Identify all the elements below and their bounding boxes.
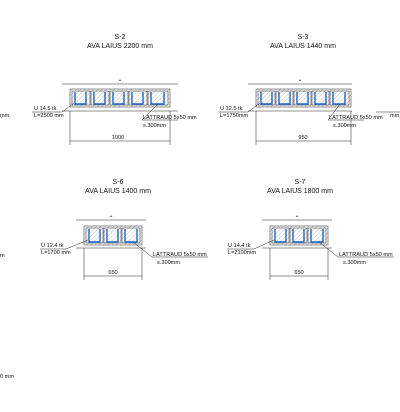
l-label: L=1700 mm	[41, 250, 71, 256]
lath-box	[109, 90, 129, 106]
l-label: L=1750mm	[220, 113, 248, 119]
section-drawing: ⌃	[262, 215, 332, 249]
detail-s-7: S-7 AVA LAIUS 1800 mm ⌃ U 14.4 tk L=2100…	[227, 179, 394, 280]
spacing-label: s.300mm	[333, 123, 356, 129]
lath-box	[85, 227, 104, 244]
dim-value: 650	[108, 270, 117, 276]
detail-title: AVA LAIUS 1440 mm	[270, 43, 336, 50]
u-rebar	[314, 92, 327, 105]
lath-label: LATTRAUD 5x50 mm	[153, 252, 207, 258]
concrete-section	[255, 88, 352, 108]
u-leader	[65, 239, 89, 250]
lath-box	[147, 90, 169, 106]
u-rebar	[274, 229, 287, 243]
lath-box	[103, 227, 122, 244]
lath-box	[271, 227, 290, 244]
lath-box	[289, 227, 308, 244]
u-rebar	[278, 92, 291, 105]
section-drawing: ⌃	[62, 79, 178, 112]
u-rebar	[131, 92, 144, 105]
u-label: U 14.4 tk	[228, 243, 251, 249]
left-edge-fragment-1: mm	[0, 113, 10, 119]
u-rebar	[106, 229, 119, 243]
break-symbol: ⌃	[294, 215, 299, 222]
u-label: U 12.5 tk	[220, 106, 243, 112]
u-rebar	[260, 92, 273, 105]
section-drawing: ⌃	[76, 215, 146, 249]
u-rebar	[93, 92, 106, 105]
lath-leader	[318, 241, 339, 258]
left-edge-fragment-2: m	[0, 253, 5, 259]
detail-id: S-7	[295, 179, 306, 186]
lath-box	[121, 227, 141, 244]
u-leader	[61, 102, 75, 113]
lath-box	[128, 90, 148, 106]
u-label: U 12.4 tk	[41, 243, 64, 249]
detail-title: AVA LAIUS 1400 mm	[85, 188, 151, 195]
detail-id: S-3	[298, 34, 309, 41]
detail-s-3: S-3 AVA LAIUS 1440 mm ⌃ U 12.5 tk L=1750…	[218, 34, 383, 145]
l-label: L=2500 mm	[34, 113, 64, 119]
u-leader	[253, 239, 275, 250]
detail-s-2: S-2 AVA LAIUS 2200 mm ⌃ U 14.5 tk L=2500…	[32, 34, 197, 145]
concrete-section	[83, 225, 143, 246]
u-rebar	[292, 229, 305, 243]
lath-box	[90, 90, 110, 106]
u-rebar	[310, 229, 324, 243]
u-rebar	[332, 92, 346, 105]
spacing-label: s.300mm	[343, 260, 366, 266]
section-drawing: ⌃	[248, 79, 352, 112]
lath-label: LATTRAUD 5x50 mm	[339, 252, 393, 258]
u-rebar	[88, 229, 101, 243]
detail-title: AVA LAIUS 2200 mm	[87, 43, 153, 50]
spacing-label: s.300mm	[157, 260, 180, 266]
lath-box	[275, 90, 294, 106]
detail-id: S-2	[115, 34, 126, 41]
u-leader	[247, 102, 261, 113]
right-edge-fragment: mm	[390, 113, 400, 119]
lath-label: LATTRAUD 5x50 mm	[329, 115, 383, 121]
dim-value: 950	[298, 135, 307, 141]
break-symbol: ⌃	[297, 79, 302, 86]
detail-id: S-6	[113, 179, 124, 186]
concrete-section	[269, 225, 329, 246]
spacing-label: s.300mm	[143, 123, 166, 129]
u-rebar	[296, 92, 309, 105]
lath-leader	[132, 241, 153, 258]
u-label: U 14.5 tk	[34, 106, 57, 112]
u-rebar	[112, 92, 125, 105]
break-symbol: ⌃	[117, 79, 122, 86]
lath-leader	[141, 103, 159, 121]
lath-box	[307, 227, 327, 244]
left-edge-fragment-3: 0 mm	[0, 374, 14, 380]
u-rebar	[124, 229, 138, 243]
l-label: L=2100mm	[228, 250, 256, 256]
detail-title: AVA LAIUS 1800 mm	[267, 188, 333, 195]
lath-box	[293, 90, 312, 106]
lath-box	[257, 90, 276, 106]
lath-leader	[327, 103, 341, 121]
dim-value: 1000	[112, 135, 124, 141]
dim-value: 650	[294, 270, 303, 276]
detail-s-6: S-6 AVA LAIUS 1400 mm ⌃ U 12.4 tk L=1700…	[40, 179, 208, 280]
u-rebar	[74, 92, 87, 105]
u-rebar	[150, 92, 165, 105]
concrete-section	[69, 88, 171, 108]
break-symbol: ⌃	[108, 215, 113, 222]
lath-box	[71, 90, 91, 106]
lath-box	[311, 90, 330, 106]
